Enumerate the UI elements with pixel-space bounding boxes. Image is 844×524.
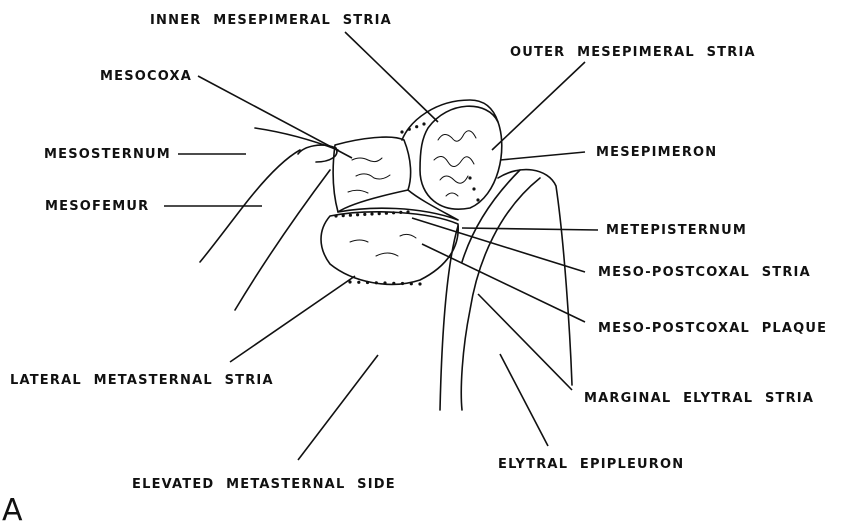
mesepimeron-rim (402, 100, 498, 140)
label-mesofemur: MESOFEMUR (45, 199, 149, 214)
leader-mesepimeron (500, 152, 585, 160)
label-inner-mesepimeral-stria: INNER MESEPIMERAL STRIA (150, 13, 392, 28)
meso-postcoxal-stria-dot (378, 212, 381, 215)
lateral-metasternal-stria-dot (357, 281, 360, 284)
leader-inner-mesepimeral-stria (345, 32, 438, 122)
lateral-metasternal-stria-dot (392, 282, 395, 285)
leader-elytral-epipleuron (500, 354, 548, 446)
label-mesepimeron: MESEPIMERON (596, 145, 717, 160)
lateral-metasternal-stria-dot (401, 282, 404, 285)
leader-meso-postcoxal-plaque (422, 244, 585, 322)
panel-letter: A (2, 493, 23, 524)
mesepimeron-rim-dot (476, 198, 479, 201)
label-outer-mesepimeral-stria: OUTER MESEPIMERAL STRIA (510, 45, 756, 60)
illustration (200, 100, 572, 410)
label-mesosternum: MESOSTERNUM (44, 147, 171, 162)
leader-lines (164, 32, 598, 460)
meso-postcoxal-stria-dot (334, 214, 337, 217)
meso-postcoxal-stria-dot (385, 212, 388, 215)
mesepimeron-rim-dot (472, 187, 475, 190)
label-meso-postcoxal-plaque: MESO-POSTCOXAL PLAQUE (598, 321, 827, 336)
inner-mesepimeral-stria-dot (400, 130, 403, 133)
meso-postcoxal-stria-dot (342, 214, 345, 217)
meso-postcoxal-stria-dot (370, 212, 373, 215)
label-marginal-elytral-stria: MARGINAL ELYTRAL STRIA (584, 391, 814, 406)
lateral-metasternal-stria-dot (348, 280, 351, 283)
meso-postcoxal-stria-dot (392, 211, 395, 214)
labels: INNER MESEPIMERAL STRIA OUTER MESEPIMERA… (2, 13, 827, 524)
inner-mesepimeral-stria-dot (408, 128, 411, 131)
label-elevated-metasternal-side: ELEVATED METASTERNAL SIDE (132, 477, 396, 492)
label-mesocoxa: MESOCOXA (100, 69, 192, 84)
leader-metepisternum (462, 228, 598, 230)
lateral-metasternal-stria-dot (418, 282, 421, 285)
mesepimeron-sculpture (434, 131, 476, 196)
meso-postcoxal-stria-dot (399, 211, 402, 214)
label-metepisternum: METEPISTERNUM (606, 223, 747, 238)
label-elytral-epipleuron: ELYTRAL EPIPLEURON (498, 457, 684, 472)
meso-postcoxal-plaque-outline (321, 212, 458, 285)
mesocoxa-outline (333, 137, 411, 212)
mesofemur-outline (200, 128, 338, 310)
lateral-metasternal-stria-dot (375, 281, 378, 284)
mesepimeron-rim-dot (468, 176, 471, 179)
inner-mesepimeral-stria-dot (422, 122, 425, 125)
lateral-metasternal-stria-dot (366, 281, 369, 284)
meso-postcoxal-stria-dot (363, 213, 366, 216)
meso-postcoxal-plaque-texture (350, 234, 416, 256)
mesepimeron-outline (420, 106, 502, 209)
label-lateral-metasternal-stria: LATERAL METASTERNAL STRIA (10, 373, 274, 388)
meso-postcoxal-stria-dot (406, 210, 409, 213)
mesocoxa-texture (348, 158, 390, 193)
meso-postcoxal-stria-dot (349, 214, 352, 217)
lateral-metasternal-stria-dot (410, 282, 413, 285)
lateral-metasternal-stria-dot (383, 281, 386, 284)
leader-elevated-metasternal-side (298, 355, 378, 460)
meso-postcoxal-stria-dot (356, 213, 359, 216)
leader-outer-mesepimeral-stria (492, 62, 585, 150)
leader-mesocoxa (198, 76, 352, 158)
label-meso-postcoxal-stria: MESO-POSTCOXAL STRIA (598, 265, 811, 280)
inner-mesepimeral-stria-dot (415, 125, 418, 128)
